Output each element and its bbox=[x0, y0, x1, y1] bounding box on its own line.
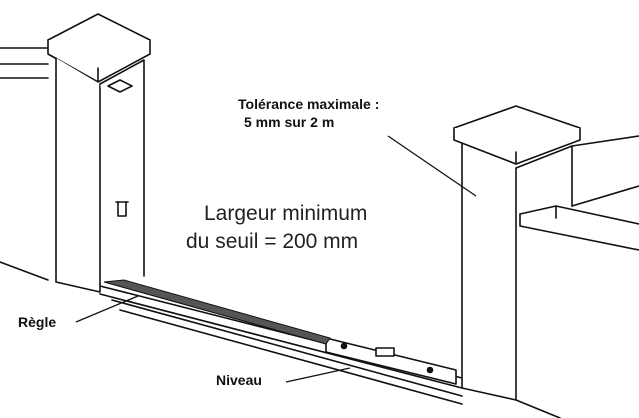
tolerance-label-line1: Tolérance maximale : bbox=[238, 96, 380, 112]
pillar-fixing-marks bbox=[107, 79, 133, 217]
regle-label: Règle bbox=[18, 314, 57, 330]
left-wall bbox=[0, 47, 49, 281]
niveau-leader bbox=[285, 367, 351, 383]
regle-leader bbox=[75, 295, 139, 323]
tolerance-leader bbox=[387, 135, 477, 197]
right-wall bbox=[519, 135, 639, 251]
straight-rule bbox=[103, 279, 331, 345]
niveau-label: Niveau bbox=[216, 372, 262, 388]
left-pillar bbox=[47, 13, 151, 293]
tolerance-label-line2: 5 mm sur 2 m bbox=[244, 114, 335, 130]
spirit-level bbox=[325, 337, 457, 385]
width-label-line2: du seuil = 200 mm bbox=[186, 230, 359, 253]
right-pillar bbox=[453, 105, 581, 401]
width-label-line1: Largeur minimum bbox=[204, 202, 368, 225]
